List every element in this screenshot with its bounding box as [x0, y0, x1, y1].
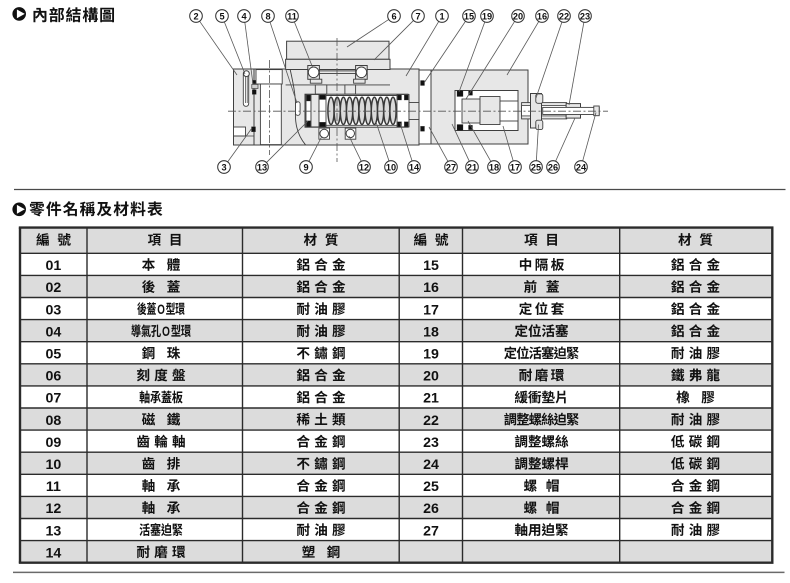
svg-text:13: 13: [257, 163, 267, 173]
svg-text:19: 19: [423, 347, 439, 363]
svg-text:6: 6: [391, 12, 396, 22]
svg-text:08: 08: [46, 413, 62, 429]
svg-text:8: 8: [265, 12, 270, 22]
svg-text:19: 19: [482, 12, 492, 22]
svg-text:05: 05: [46, 347, 62, 363]
svg-text:01: 01: [46, 258, 62, 274]
svg-text:11: 11: [287, 12, 297, 22]
svg-text:16: 16: [537, 12, 547, 22]
svg-text:21: 21: [467, 163, 477, 173]
svg-text:18: 18: [423, 324, 439, 340]
svg-text:3: 3: [221, 163, 226, 173]
svg-text:23: 23: [423, 435, 439, 451]
svg-text:24: 24: [423, 457, 439, 473]
svg-text:16: 16: [423, 280, 439, 296]
svg-text:20: 20: [513, 12, 523, 22]
svg-text:25: 25: [423, 479, 439, 495]
svg-text:5: 5: [219, 12, 224, 22]
svg-text:14: 14: [409, 163, 420, 173]
svg-text:25: 25: [531, 163, 541, 173]
svg-text:1: 1: [439, 12, 444, 22]
svg-text:17: 17: [423, 302, 439, 318]
svg-text:21: 21: [423, 391, 439, 407]
svg-text:04: 04: [46, 324, 62, 340]
svg-text:27: 27: [446, 163, 456, 173]
svg-text:10: 10: [46, 457, 62, 473]
svg-text:11: 11: [46, 479, 61, 495]
svg-text:22: 22: [559, 12, 569, 22]
svg-text:07: 07: [46, 391, 62, 407]
svg-text:03: 03: [46, 302, 62, 318]
svg-text:7: 7: [415, 12, 420, 22]
svg-text:22: 22: [423, 413, 439, 429]
svg-text:20: 20: [423, 369, 439, 385]
svg-text:O: O: [162, 323, 170, 339]
svg-text:15: 15: [423, 258, 439, 274]
svg-text:17: 17: [510, 163, 520, 173]
svg-text:13: 13: [46, 523, 62, 539]
svg-text:24: 24: [576, 163, 587, 173]
svg-text:15: 15: [464, 12, 474, 22]
svg-text:02: 02: [46, 280, 62, 296]
svg-text:14: 14: [46, 545, 62, 561]
svg-text:10: 10: [386, 163, 396, 173]
svg-text:9: 9: [303, 163, 308, 173]
svg-text:09: 09: [46, 435, 62, 451]
svg-text:27: 27: [423, 523, 439, 539]
svg-text:26: 26: [423, 501, 439, 517]
svg-text:26: 26: [548, 163, 558, 173]
svg-text:23: 23: [580, 12, 590, 22]
svg-text:12: 12: [359, 163, 369, 173]
svg-text:06: 06: [46, 369, 62, 385]
svg-text:18: 18: [489, 163, 499, 173]
svg-text:4: 4: [241, 12, 247, 22]
svg-text:2: 2: [193, 12, 198, 22]
svg-text:12: 12: [46, 501, 62, 517]
svg-text:O: O: [157, 301, 165, 317]
